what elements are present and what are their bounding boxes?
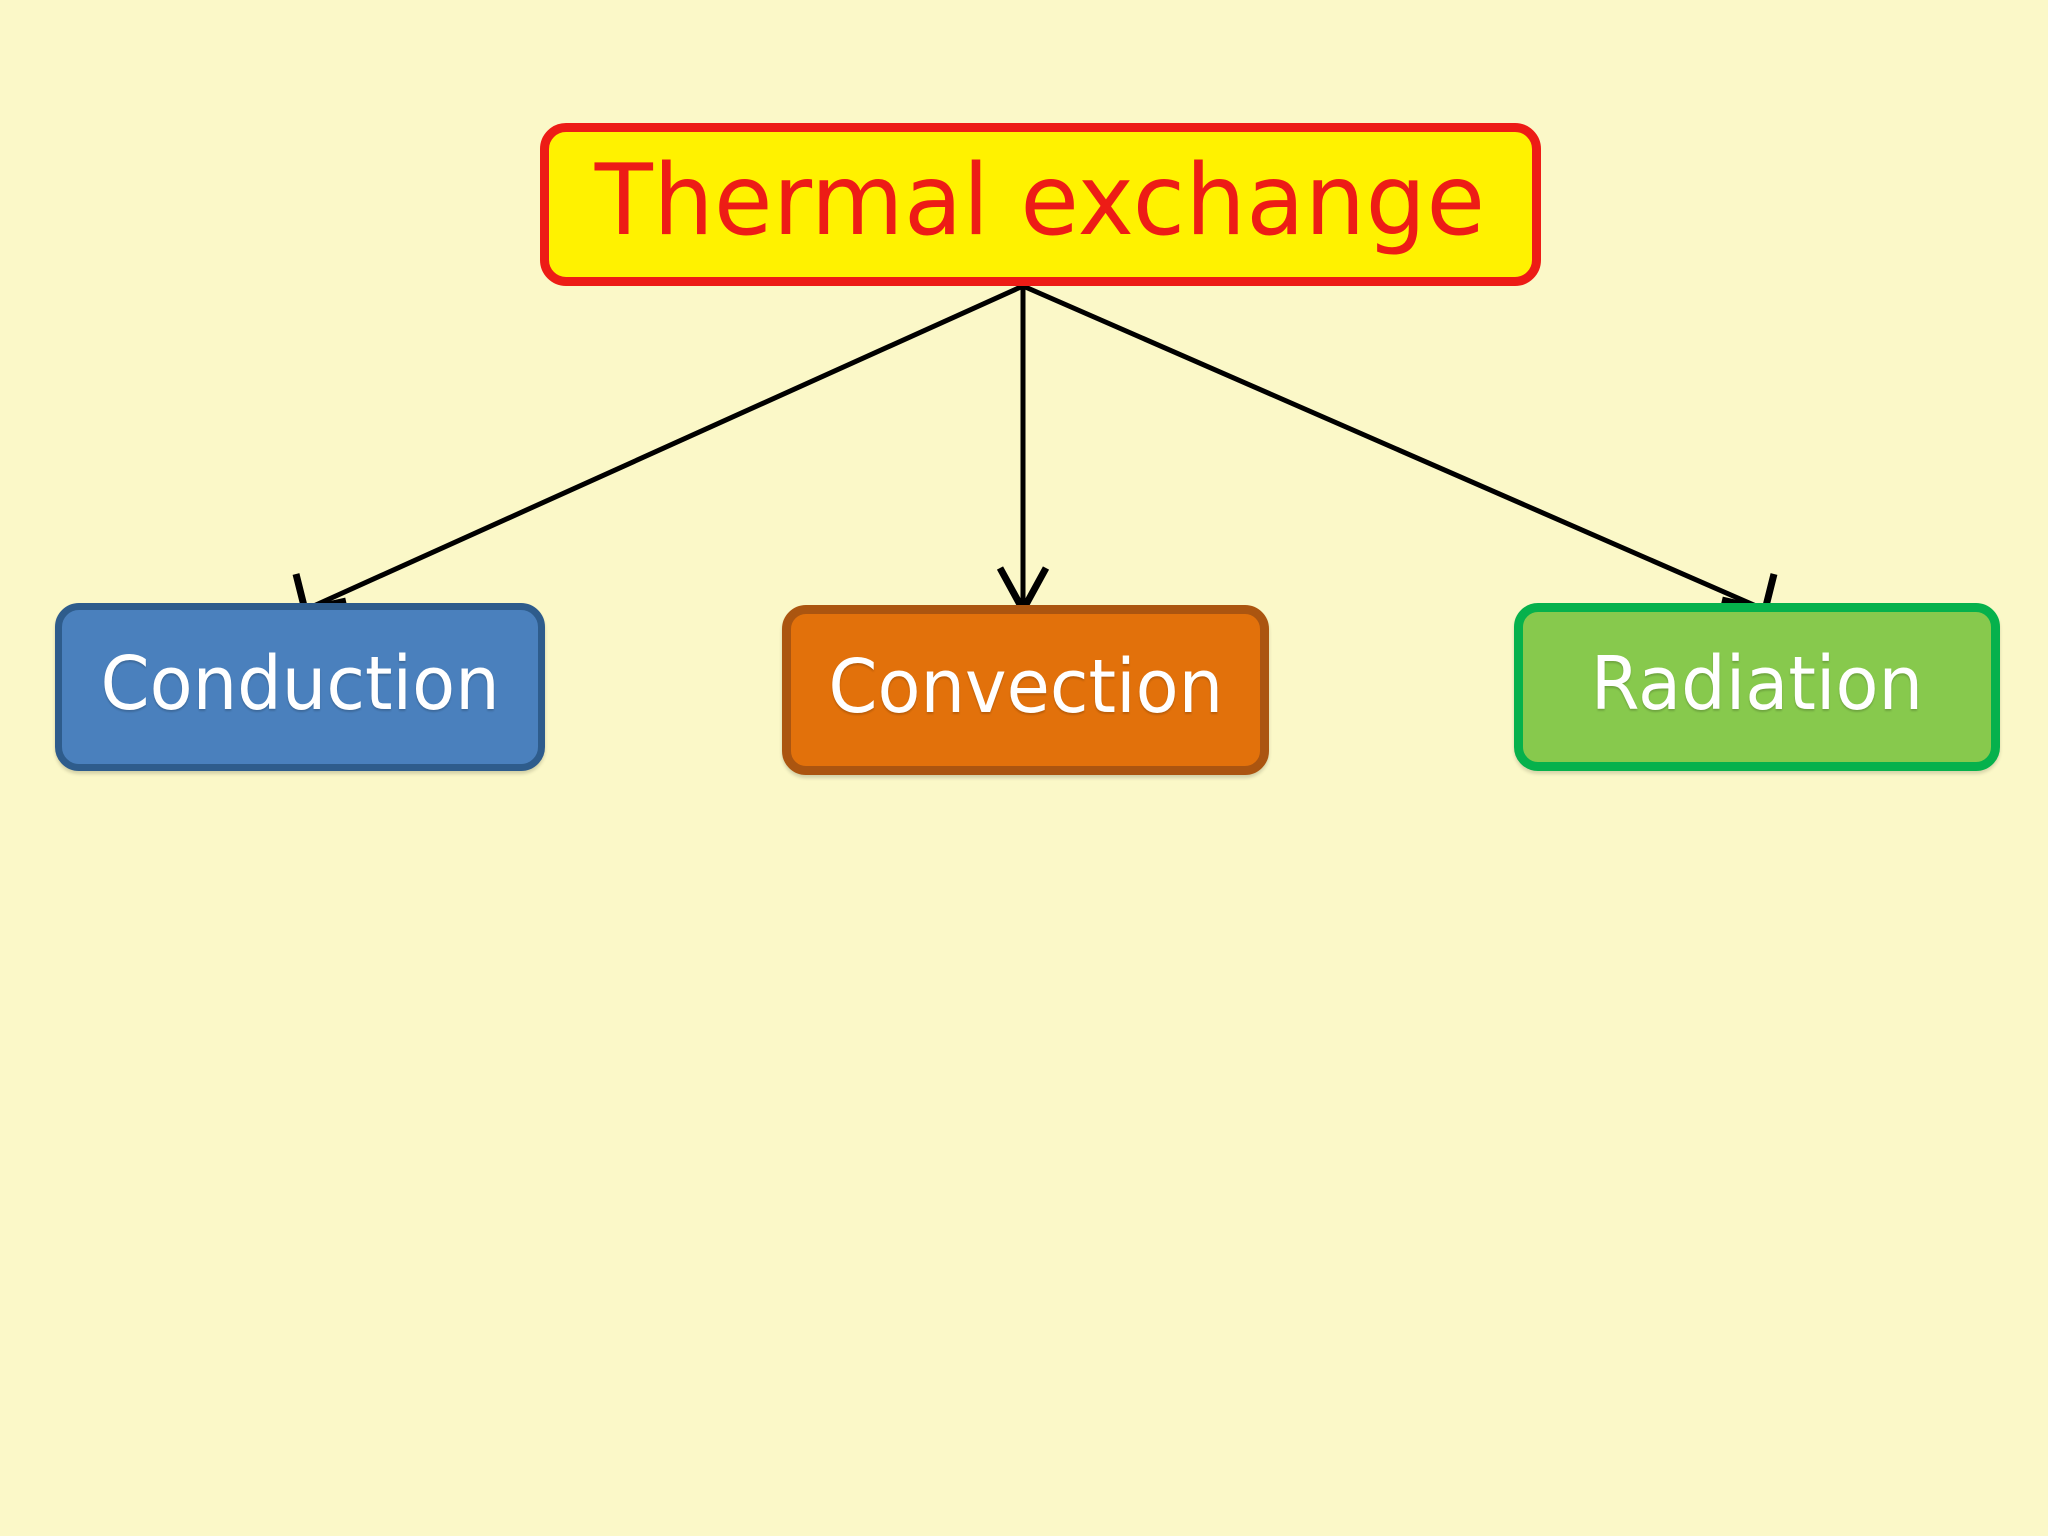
node-convection-label: Convection <box>828 644 1223 730</box>
node-radiation-label: Radiation <box>1590 641 1924 727</box>
node-thermal-exchange-label: Thermal exchange <box>595 143 1486 258</box>
connector-to-convection <box>996 286 1050 618</box>
connector-to-conduction <box>292 283 1025 615</box>
node-radiation[interactable]: Radiation <box>1514 603 2000 771</box>
connector-to-radiation <box>1021 283 1778 615</box>
node-convection[interactable]: Convection <box>782 605 1269 775</box>
node-conduction[interactable]: Conduction <box>55 603 545 771</box>
node-thermal-exchange[interactable]: Thermal exchange <box>540 123 1541 286</box>
node-conduction-label: Conduction <box>100 641 500 727</box>
